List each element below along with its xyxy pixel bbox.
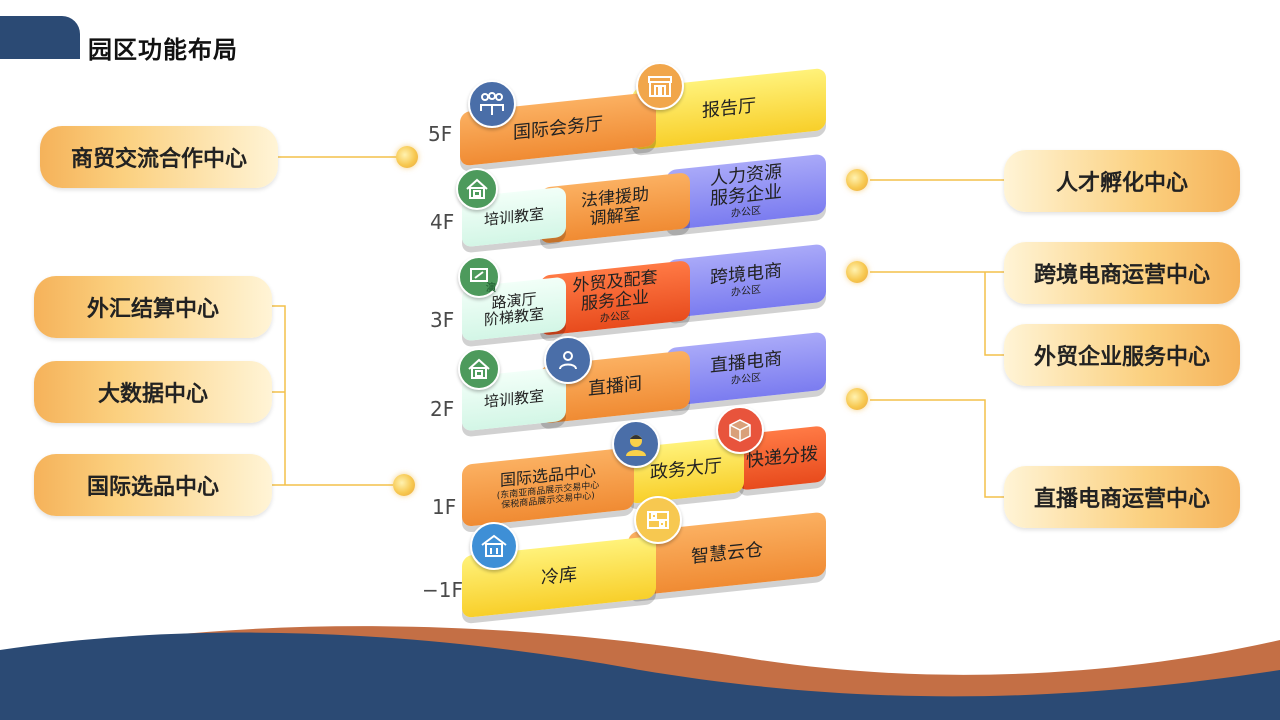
floor-label-5f: 5F (428, 122, 453, 146)
tile-sublabel: 办公区 (731, 372, 761, 387)
house-icon (458, 348, 500, 390)
meeting-icon (468, 80, 516, 128)
user-icon (544, 336, 592, 384)
tile-label: 法律援助 调解室 (581, 184, 649, 230)
tile-label: 外贸及配套 服务企业 (572, 267, 658, 315)
line-live-ops (870, 399, 1004, 498)
tile-label: 路演厅 阶梯教室 (483, 289, 544, 330)
presentation-icon (458, 256, 500, 298)
page-title: 园区功能布局 (88, 36, 238, 64)
shelf-icon (634, 496, 682, 544)
tile-sublabel: 办公区 (600, 310, 630, 325)
tile-label: 直播电商 (710, 347, 782, 377)
left-box-forex: 外汇结算中心 (34, 276, 272, 338)
tile-label: 直播间 (588, 373, 642, 400)
connector-dot (846, 261, 868, 283)
warehouse-icon (470, 522, 518, 570)
house-icon (456, 168, 498, 210)
floor-label-3f: 3F (430, 308, 455, 332)
left-box-trade-exchange: 商贸交流合作中心 (40, 126, 278, 188)
floor-label-2f: 2F (430, 397, 455, 421)
roadshow-badge-text: 演 (486, 283, 496, 294)
tile-sublabel: 办公区 (731, 284, 761, 299)
floor-label-b1: −1F (422, 578, 463, 602)
tile-label: 冷库 (541, 564, 577, 589)
tile-label: 国际会务厅 (513, 113, 603, 144)
connector-dot (846, 169, 868, 191)
tile-label: 培训教室 (483, 204, 544, 229)
right-box-cbec-ops: 跨境电商运营中心 (1004, 242, 1240, 304)
line-left-bracket (272, 305, 393, 486)
left-box-bigdata: 大数据中心 (34, 361, 272, 423)
floor-label-4f: 4F (430, 210, 455, 234)
right-box-talent: 人才孵化中心 (1004, 150, 1240, 212)
tile-label: 智慧云仓 (691, 539, 763, 568)
tile-label: 跨境电商 (710, 259, 782, 289)
bottom-wave (0, 626, 1280, 720)
right-box-foreign-trade: 外贸企业服务中心 (1004, 324, 1240, 386)
tile-label: 快递分拨 (746, 443, 818, 472)
line-cbec-bracket (870, 271, 1004, 356)
right-box-live-ops: 直播电商运营中心 (1004, 466, 1240, 528)
connector-dot (396, 146, 418, 168)
left-box-intl-select: 国际选品中心 (34, 454, 272, 516)
shop-icon (636, 62, 684, 110)
tile-label: 人力资源 服务企业 (710, 160, 782, 210)
connector-dot (393, 474, 415, 496)
tile-label: 报告厅 (702, 95, 756, 122)
floor-label-1f: 1F (432, 495, 457, 519)
tile-label: 政务大厅 (650, 455, 722, 484)
tile-sublabel: 办公区 (731, 205, 761, 220)
tile-label: 培训教室 (483, 386, 544, 411)
connector-dot (846, 388, 868, 410)
worker-icon (612, 420, 660, 468)
title-tab (0, 16, 80, 59)
package-icon (716, 406, 764, 454)
